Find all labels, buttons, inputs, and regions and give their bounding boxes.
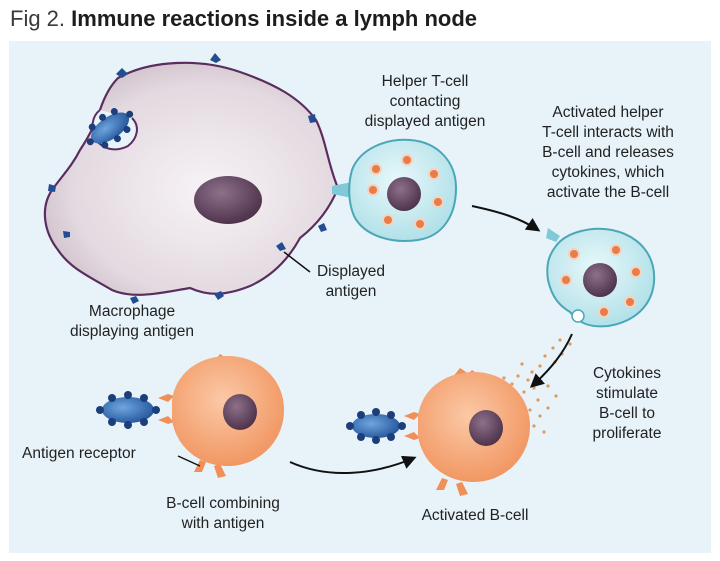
label-line: contacting <box>389 93 461 110</box>
bcell-bound-antigen <box>96 391 160 429</box>
engulfed-antigen <box>86 108 134 149</box>
label-line: Helper T-cell <box>381 73 469 90</box>
helper-tcell <box>332 138 458 242</box>
label-bcell-combining: B-cell combining with antigen <box>138 494 308 534</box>
label-line: displaying antigen <box>69 323 195 340</box>
label-line: Cytokines <box>592 365 662 382</box>
label-line: displayed antigen <box>364 113 486 130</box>
label-line: Activated helper <box>552 104 664 121</box>
activated-tcell-granules <box>560 244 642 318</box>
arrow-tcell-to-activated <box>471 205 541 232</box>
label-line: cytokines, which <box>551 164 665 181</box>
label-line: antigen <box>325 283 377 300</box>
label-line: proliferate <box>592 425 662 442</box>
leader-antigen-receptor <box>177 455 201 467</box>
macrophage-nucleus <box>194 176 262 224</box>
label-helper-tcell: Helper T-cell contacting displayed antig… <box>345 72 505 132</box>
cytokine-dots <box>494 338 572 434</box>
label-line: B-cell to <box>599 405 655 422</box>
figure-header: Fig 2. Immune reactions inside a lymph n… <box>0 0 720 40</box>
activated-bcell <box>346 368 530 496</box>
leader-displayed-antigen <box>283 251 311 273</box>
label-line: Antigen receptor <box>22 445 136 462</box>
activated-tcell-nucleus <box>583 263 617 297</box>
label-line: T-cell interacts with <box>542 124 674 141</box>
figure-title-text: Immune reactions inside a lymph node <box>71 6 478 31</box>
label-line: B-cell combining <box>166 495 280 512</box>
label-antigen-receptor: Antigen receptor <box>22 444 136 464</box>
tcell-granules <box>367 154 444 230</box>
figure-number: Fig 2. <box>10 6 66 31</box>
activated-bcell-nucleus <box>469 410 503 446</box>
label-line: stimulate <box>595 385 659 402</box>
label-line: activate the B-cell <box>546 184 670 201</box>
activated-helper-tcell <box>546 227 656 328</box>
label-cytokines: Cytokines stimulate B-cell to proliferat… <box>562 364 692 444</box>
activated-tcell-receptor <box>546 228 560 242</box>
displayed-antigen-markers <box>48 53 327 304</box>
arrow-bcell-to-activated <box>289 455 417 475</box>
label-line: with antigen <box>181 515 265 532</box>
label-activated-helper: Activated helper T-cell interacts with B… <box>508 103 708 203</box>
cytokine-release-vesicle <box>571 309 585 323</box>
figure-title: Fig 2. Immune reactions inside a lymph n… <box>10 6 477 32</box>
macrophage <box>43 53 340 304</box>
label-line: B-cell and releases <box>542 144 674 161</box>
bcell-nucleus <box>223 394 257 430</box>
label-line: Displayed <box>316 263 386 280</box>
activated-bcell-antigen <box>346 408 406 444</box>
label-line: Macrophage <box>88 303 176 320</box>
arrow-activated-to-bcell <box>529 333 573 388</box>
tcell-contact-bridge <box>332 182 352 198</box>
label-activated-bcell: Activated B-cell <box>400 506 550 526</box>
label-displayed-antigen: Displayed antigen <box>306 262 396 302</box>
bcell-combining <box>96 354 284 478</box>
label-macrophage: Macrophage displaying antigen <box>42 302 222 342</box>
tcell-nucleus <box>387 177 421 211</box>
label-line: Activated B-cell <box>421 507 529 524</box>
